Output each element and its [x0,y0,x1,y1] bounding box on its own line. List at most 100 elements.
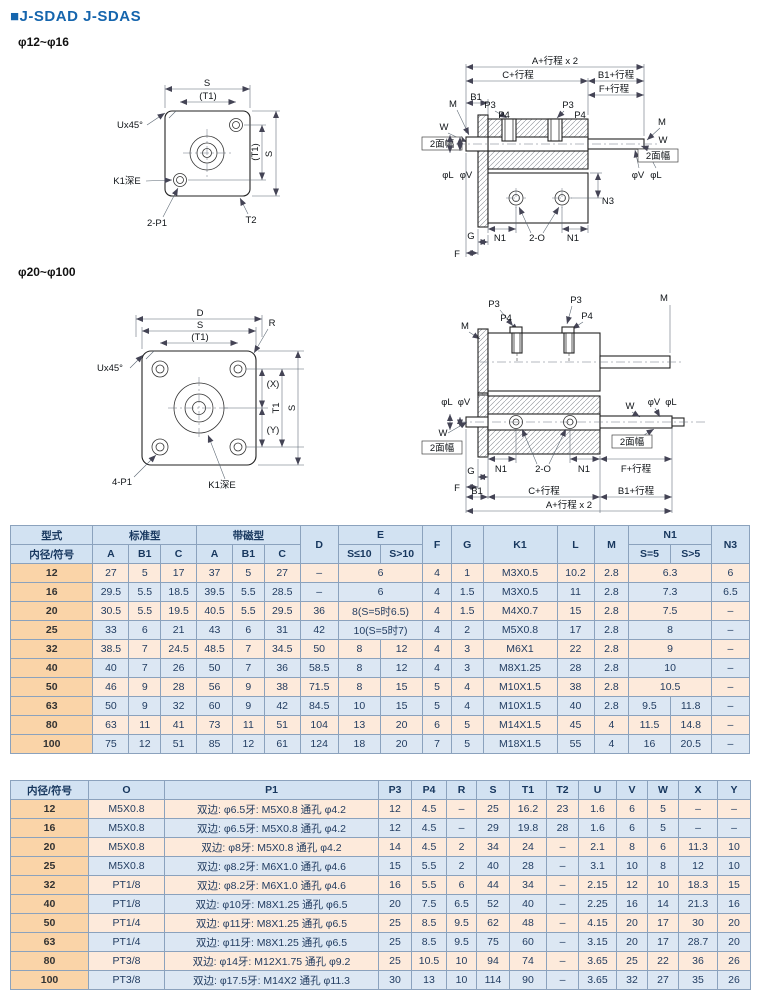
dim-B1-label: B1 [470,92,482,103]
drawing-phi20-100: D S (T1) R Ux45° 4-P1 K1深E [97,293,706,514]
data-cell: 4 [422,658,452,678]
port-P3-label: P3 [488,299,500,310]
data-cell: 7 [232,658,265,678]
dim-F-label: F [454,249,460,260]
data-cell: 74 [509,951,547,971]
data-cell: 39.5 [196,582,233,602]
data-cell: 2.25 [578,894,617,914]
data-cell: 8.5 [411,932,447,952]
data-cell: 10 [717,856,751,876]
data-cell: 8 [337,658,382,678]
data-cell: 6 [232,620,265,640]
data-cell: 23 [546,799,579,819]
data-cell: 10.2 [556,563,595,583]
data-cell: 28.5 [263,582,301,602]
data-cell: 22 [647,951,679,971]
data-cell: 1.5 [450,582,484,602]
data-cell: 63 [92,715,130,735]
data-cell: 7.5 [628,601,712,621]
data-cell: 8 [337,677,382,697]
data-cell: 8.5 [411,913,447,933]
data-cell: 14 [647,894,679,914]
data-cell: 25 [378,932,412,952]
chamfer-label: Ux45° [117,120,143,131]
data-cell: 1 [450,563,484,583]
data-cell: 6 [337,563,424,583]
dia-L-label: φL [442,170,453,181]
data-cell: 1.6 [578,799,617,819]
bore-range-large: φ20~φ100 [18,265,76,279]
col-type: 型式 [9,525,94,545]
data-cell: 12 [379,658,424,678]
data-cell: PT3/8 [88,970,165,990]
dim-N1-label: N1 [494,233,506,244]
dim-N1-label: N1 [567,233,579,244]
column-header: W [647,780,679,800]
data-cell: 17 [647,932,679,952]
dim-A-stroke-label: A+行程 x 2 [532,55,578,67]
data-cell: 1.6 [578,818,617,838]
data-cell: 34 [509,875,547,895]
dim-W-label: W [440,122,449,133]
column-header: Y [717,780,751,800]
data-cell: 4 [422,582,452,602]
front-view-large: D S (T1) R Ux45° 4-P1 K1深E [97,308,304,491]
data-cell: 11 [128,715,162,735]
data-cell: 2.8 [593,639,630,659]
counterbore-label: K1深E [113,176,140,187]
data-cell: 58.5 [299,658,339,678]
column-header: 内径/符号 [10,780,89,800]
data-cell: – [546,894,579,914]
data-cell: M5X0.8 [88,856,165,876]
side-view-large: P3 P3 P4 P4 M M [421,293,706,514]
flats-callout-box [611,434,653,449]
data-cell: 6 [128,620,162,640]
dia-V-label: φV [458,397,471,408]
data-cell: 6 [647,837,679,857]
data-cell: 62 [476,913,510,933]
row-header-cell: 100 [9,734,94,754]
data-cell: 32 [616,970,648,990]
data-cell: 18.3 [678,875,718,895]
data-cell: 28 [546,818,579,838]
data-cell: 24.5 [160,639,198,659]
data-cell: 10.5 [411,951,447,971]
data-cell: 8 [616,837,648,857]
column-header: R [446,780,477,800]
col-N3: N3 [710,525,751,564]
col-F: F [422,525,452,564]
data-cell: 16 [628,734,671,754]
data-cell: 37 [196,563,233,583]
data-cell: 16.2 [509,799,547,819]
data-cell: 36 [263,658,301,678]
dim-N1-label: N1 [578,464,590,475]
ports-2O-label: 2-O [535,464,551,475]
data-cell: 40.5 [196,601,233,621]
data-cell: 9 [128,677,162,697]
data-cell: 4 [593,715,630,735]
data-cell: 双边: φ6.5牙: M5X0.8 通孔 φ4.2 [164,799,379,819]
column-header: P1 [164,780,379,800]
data-cell: 40 [509,894,547,914]
data-cell: 7 [128,639,162,659]
dim-T1-vert-label: (T1) [250,143,261,160]
data-cell: 双边: φ14牙: M12X1.75 通孔 φ9.2 [164,951,379,971]
page-title: ■J-SDAD J-SDAS [10,8,142,25]
flats-label: 2面幅 [430,442,455,454]
data-cell: M10X1.5 [482,696,558,716]
chamfer-label: Ux45° [97,363,123,374]
data-cell: 28.7 [678,932,718,952]
data-cell: 26 [160,658,198,678]
row-header-cell: 32 [10,875,89,895]
data-cell: 84.5 [299,696,339,716]
port-P4-label: P4 [500,313,512,324]
data-cell: M4X0.7 [482,601,558,621]
data-cell: 10 [337,696,382,716]
col-M: M [593,525,630,564]
data-cell: 10.5 [628,677,712,697]
